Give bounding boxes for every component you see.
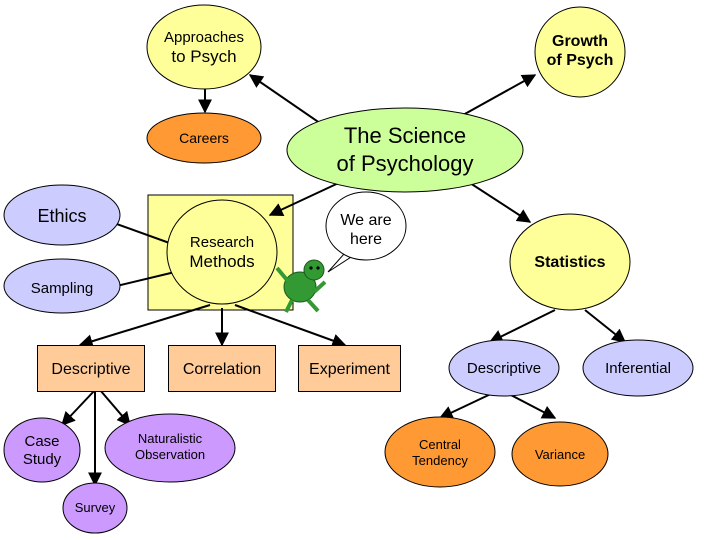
node-correlation: Correlation [182,361,262,378]
node-growth-shape [534,6,626,98]
edge-descriptive-variance [504,391,557,419]
node-research: Research Methods [167,234,277,272]
edge-statistics-descriptive [488,309,556,343]
node-central-line1: Central [419,437,461,452]
node-naturalistic-shape [104,413,236,483]
node-research-line1: Research [189,234,255,251]
node-central-shape [384,416,496,488]
node-descriptive-stats: Descriptive [466,360,542,377]
edge-research-experiment [234,304,347,348]
node-descriptive-methods: Descriptive [51,361,131,378]
node-inferential: Inferential [605,360,671,377]
edge-descriptive-naturalistic [99,389,131,427]
node-case-study-line2: Study [22,451,62,468]
node-case-study-line1: Case [24,433,60,450]
node-survey-shape [62,482,128,534]
node-central-line2: Tendency [412,452,468,468]
node-sampling-shape [3,258,121,314]
node-experiment-shape [298,345,401,392]
node-central: Central Tendency [385,437,495,468]
node-growth-line1: Growth [552,33,608,50]
node-approaches-line1: Approaches [163,29,245,46]
node-science: The Science of Psychology [290,122,520,177]
node-research-line2: Methods [189,252,255,271]
node-case-study: Case Study [4,433,80,469]
edge-descriptive-casestudy [61,389,96,427]
node-variance: Variance [534,447,586,462]
node-naturalistic: Naturalistic Observation [105,431,235,462]
node-experiment: Experiment [309,361,390,378]
node-we-are-here: We are here [326,211,406,249]
node-we-are-here-line2: here [349,231,383,249]
node-naturalistic-line1: Naturalistic [137,431,203,446]
node-sampling: Sampling [30,280,94,297]
node-descriptive-stats-shape [448,339,560,397]
node-research-shape [166,199,278,305]
node-variance-shape [511,421,609,487]
node-statistics-shape [509,213,631,311]
turtle-icon [275,259,327,313]
node-science-line2: of Psychology [336,150,474,176]
node-survey: Survey [74,500,116,515]
node-growth-line2: of Psych [546,52,614,70]
node-approaches-shape [146,4,262,90]
node-descriptive-methods-shape [37,345,145,392]
edge-statistics-inferential [584,309,627,343]
node-approaches: Approaches to Psych [147,29,261,67]
node-careers: Careers [179,130,229,146]
node-statistics: Statistics [534,254,606,271]
node-approaches-line2: to Psych [171,47,237,66]
node-naturalistic-line2: Observation [134,446,206,462]
node-we-are-here-line1: We are [340,212,392,229]
edge-science-research [268,179,346,217]
node-science-shape [286,107,524,193]
node-case-study-shape [3,417,81,483]
node-we-are-here-shape [325,191,407,261]
node-science-line1: The Science [343,123,467,148]
node-growth: Growth of Psych [535,32,625,70]
node-inferential-shape [582,339,694,397]
edge-research-descriptive [78,304,211,348]
node-ethics: Ethics [37,206,87,226]
node-careers-shape [146,112,262,164]
node-correlation-shape [168,345,276,392]
edge-science-approaches [248,74,331,131]
node-ethics-shape [3,184,121,246]
edge-descriptive-central [438,391,496,419]
